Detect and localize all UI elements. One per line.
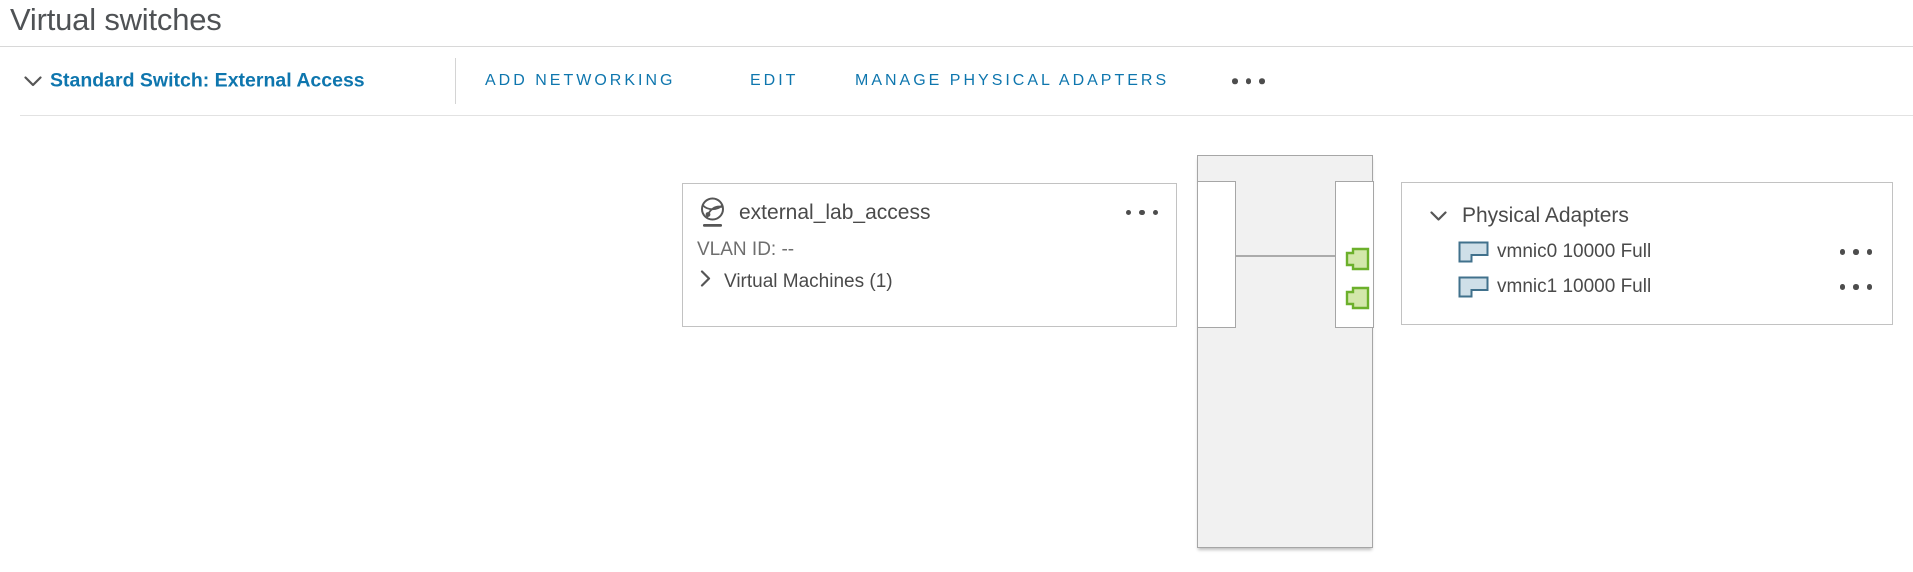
toolbar-divider-bottom [20,115,1913,116]
topology-diagram: external_lab_access VLAN ID: -- Virtual … [0,116,1913,572]
virtual-machines-expander[interactable]: Virtual Machines (1) [700,270,1176,293]
physical-adapters-header: Physical Adapters [1402,183,1892,228]
toolbar-divider [455,58,456,104]
port-group-icon [699,197,726,228]
adapter-actions-button[interactable] [1836,280,1877,294]
physical-nic-icon [1458,276,1489,298]
collapse-switch-chevron-icon[interactable] [22,70,44,92]
vlan-id-label: VLAN ID: -- [697,239,795,260]
virtual-machines-label: Virtual Machines (1) [724,270,893,292]
vswitch-portgroup-slot [1196,181,1236,328]
adapter-label[interactable]: vmnic0 10000 Full [1497,241,1652,262]
collapse-adapters-chevron-icon[interactable] [1430,210,1447,222]
physical-nic-icon [1458,241,1489,263]
physical-adapters-title: Physical Adapters [1462,204,1629,227]
physical-adapters-card: Physical Adapters vmnic0 10000 Full vmni… [1401,182,1893,325]
manage-physical-adapters-button[interactable]: MANAGE PHYSICAL ADAPTERS [855,72,1170,89]
port-group-card: external_lab_access VLAN ID: -- Virtual … [682,183,1177,327]
page-title: Virtual switches [10,2,222,37]
title-divider [0,46,1913,47]
toolbar-more-actions-button[interactable] [1228,74,1269,88]
vswitch-connector-line [1235,255,1335,257]
port-group-header: external_lab_access [683,184,1176,228]
adapter-row-vmnic0: vmnic0 10000 Full [1402,241,1892,263]
uplink-port-icon [1345,247,1370,271]
adapter-row-vmnic1: vmnic1 10000 Full [1402,276,1892,298]
adapter-actions-button[interactable] [1836,245,1877,259]
port-group-name[interactable]: external_lab_access [739,200,931,224]
chevron-right-icon [700,270,711,293]
vswitch-graphic [1196,155,1374,548]
add-networking-button[interactable]: ADD NETWORKING [485,72,676,89]
adapter-label[interactable]: vmnic1 10000 Full [1497,276,1652,297]
port-group-actions-button[interactable] [1122,206,1163,220]
uplink-port-icon [1345,286,1370,310]
switch-section-title[interactable]: Standard Switch: External Access [50,69,365,92]
switch-toolbar: Standard Switch: External Access ADD NET… [0,47,1913,115]
edit-button[interactable]: EDIT [750,72,799,89]
